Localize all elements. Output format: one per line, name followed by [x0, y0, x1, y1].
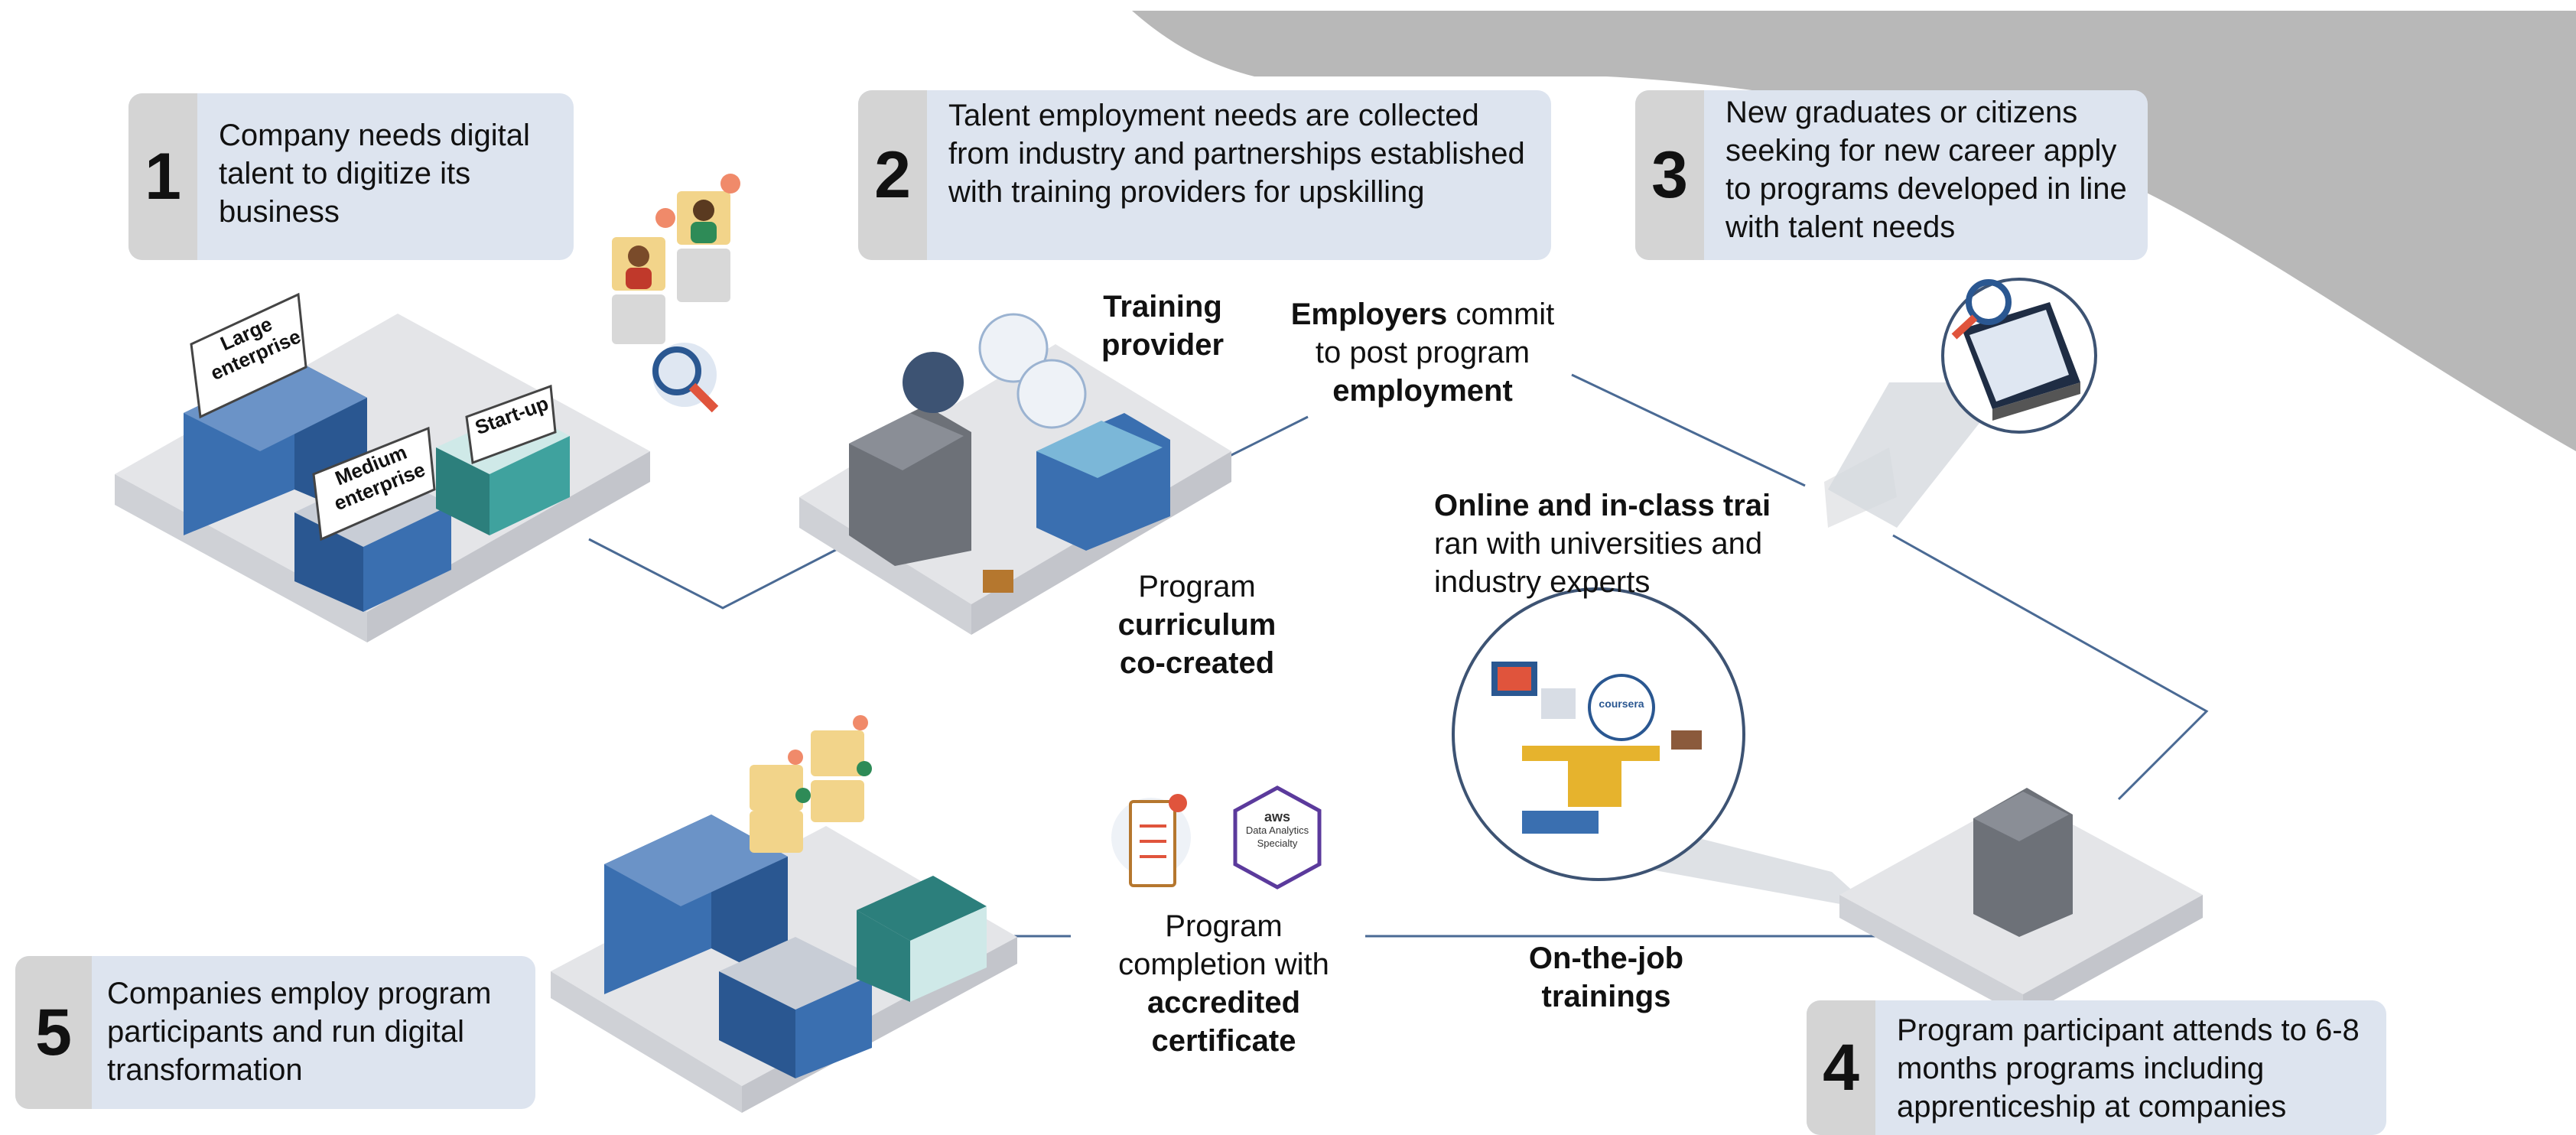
platform-2-training-provider [799, 313, 1231, 635]
step-1-text: Company needs digital talent to digitize… [219, 119, 530, 229]
laptop-magnifier-3 [1824, 278, 2097, 528]
online-training-circle [1452, 587, 1874, 910]
step-2-text: Talent employment needs are collected fr… [948, 99, 1525, 209]
curriculum-line2: curriculum [1117, 608, 1277, 642]
completion-line2: completion with [1118, 948, 1329, 981]
employers-rest: commit [1447, 298, 1555, 331]
curriculum-line3: co-created [1119, 646, 1275, 680]
certificate-icon [1111, 794, 1191, 887]
aws-top-text: aws [1264, 809, 1291, 824]
aws-badge-text: aws Data Analytics Specialty [1239, 809, 1316, 850]
label-on-the-job: On-the-job trainings [1499, 939, 1713, 1016]
people-video-icons-1 [612, 174, 740, 413]
platform-4-company [1839, 788, 2203, 1017]
people-video-icons-5 [750, 715, 872, 853]
step-3-number: 3 [1635, 90, 1704, 260]
aws-mid-text: Data Analytics [1245, 824, 1309, 836]
aws-bot-text: Specialty [1257, 837, 1298, 849]
completion-line1: Program [1165, 909, 1283, 943]
corner-background-shape [1132, 11, 2576, 451]
step-3-text: New graduates or citizens seeking for ne… [1725, 96, 2127, 244]
online-line2: ran with universities and [1434, 527, 1763, 561]
step-1-number: 1 [128, 93, 197, 260]
step-5-text: Companies employ program participants an… [107, 977, 492, 1087]
platform-1-companies [115, 292, 650, 642]
coursera-label: coursera [1599, 698, 1644, 710]
connector-lines [588, 373, 2209, 938]
step-1-box: 1 Company needs digital talent to digiti… [128, 93, 574, 260]
step-2-number: 2 [858, 90, 927, 260]
employers-bold: Employers [1290, 298, 1448, 331]
employers-line3: employment [1332, 374, 1513, 408]
ojt-line1: On-the-job [1528, 941, 1684, 975]
platform-5-companies [551, 815, 1017, 1113]
aws-badge-icon [1233, 785, 1322, 889]
ojt-line2: trainings [1541, 980, 1671, 1013]
employers-line2: to post program [1315, 336, 1530, 369]
step-4-text: Program participant attends to 6-8 month… [1897, 1013, 2360, 1124]
step-3-box: 3 New graduates or citizens seeking for … [1635, 90, 2148, 260]
label-employers-commit: Employers commit to post program employm… [1262, 295, 1583, 410]
online-line1: Online and in-class trai [1434, 489, 1771, 522]
completion-line4: certificate [1151, 1024, 1296, 1058]
label-curriculum: Program curriculum co-created [1086, 568, 1308, 682]
label-completion: Program completion with accredited certi… [1094, 907, 1354, 1060]
online-line3: industry experts [1434, 565, 1651, 599]
label-online-training: Online and in-class trai ran with univer… [1434, 486, 1801, 601]
employers-line1: Employers commit [1262, 295, 1583, 333]
step-5-number: 5 [15, 956, 92, 1109]
completion-line3: accredited [1147, 986, 1301, 1020]
step-4-box: 4 Program participant attends to 6-8 mon… [1807, 1000, 2386, 1135]
step-4-number: 4 [1807, 1000, 1875, 1135]
step-5-box: 5 Companies employ program participants … [15, 956, 535, 1109]
step-2-box: 2 Talent employment needs are collected … [858, 90, 1551, 260]
curriculum-line1: Program [1138, 570, 1256, 603]
label-training-provider: Training provider [1101, 290, 1225, 362]
